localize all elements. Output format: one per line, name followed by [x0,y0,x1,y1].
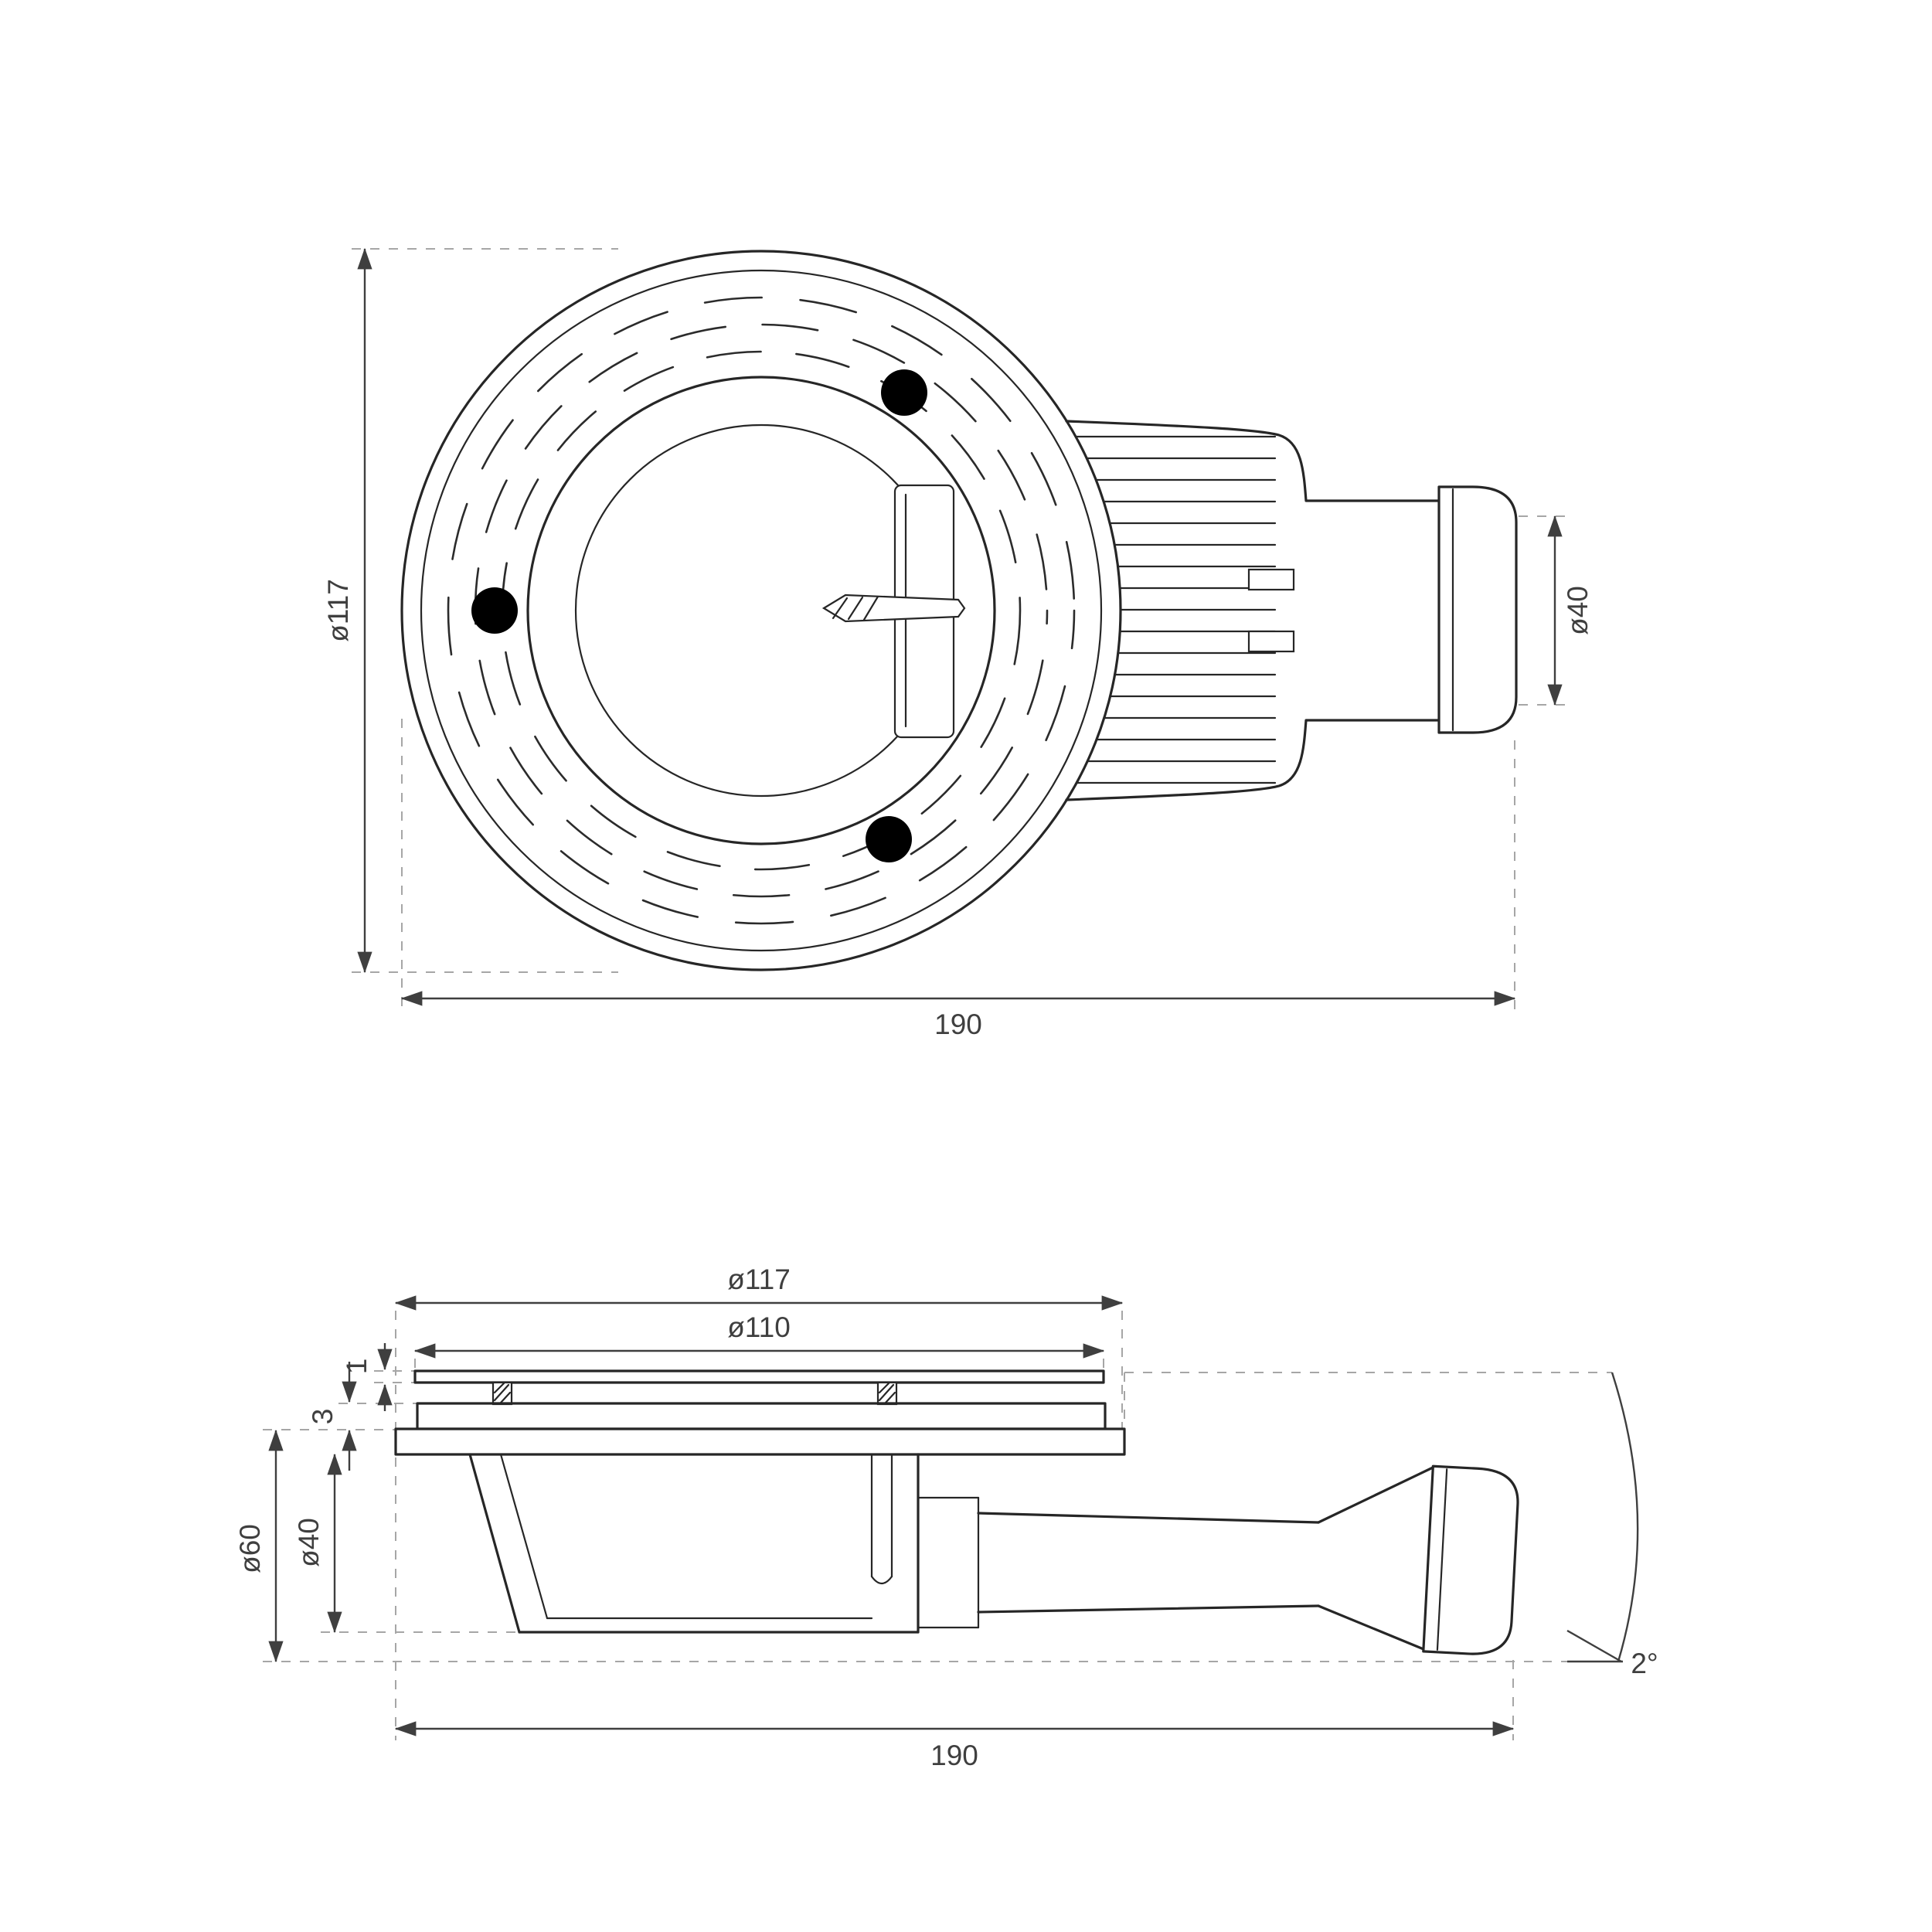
hatch-line [884,1391,896,1404]
dip-tube-bottom [870,1575,893,1585]
drain-bowl-circle [526,376,996,845]
dim-trap-body-diameter: ø60 [234,1429,284,1663]
top-view: ø117 190 ø40 [322,247,1594,1040]
bell-top [1317,1466,1434,1524]
hatch-line [878,1383,895,1402]
dim-label-cover-diameter: ø110 [727,1311,791,1343]
dim-label-flange-diameter: ø117 [322,579,354,642]
clamp-key [821,594,966,623]
outlet-clip-slot [1247,630,1295,653]
dim-side-overall-length: 190 [394,1721,1515,1771]
dim-side-cover-diameter: ø110 [413,1311,1105,1359]
dim-label-trap-body-diameter: ø60 [234,1524,266,1573]
pipe-top [977,1512,1320,1524]
cover-plate [413,1369,1105,1384]
groove-arc [447,296,1076,925]
dim-top-flange-diameter: ø117 [322,247,372,974]
screw-post [492,1381,513,1406]
flange-inner-circle [420,269,1103,952]
slope-indicator: 2° [1566,1372,1658,1679]
body-wall-outer [468,1453,521,1634]
outlet-cap-outline [1422,1464,1519,1655]
dim-top-outlet-diameter: ø40 [1547,515,1594,706]
screw-hole [471,587,518,634]
outlet-cap [1437,485,1518,734]
dim-label-outlet-diameter: ø40 [1562,586,1594,635]
screw-hole [881,369,927,416]
outlet-ribs [1074,435,1277,784]
outlet-cap-joint-line [1436,1468,1448,1651]
pipe-bottom [977,1604,1320,1614]
dim-label-gasket-thickness: 3 [307,1409,338,1425]
outlet-clip-slot [1247,568,1295,591]
hatch-line [493,1383,510,1402]
dim-label-overall-length: 190 [934,1009,982,1040]
dim-inlet-diameter: ø40 [293,1453,342,1634]
hatch-line [499,1391,512,1404]
screw-hole [866,816,912,862]
flange-outer-circle [400,250,1122,971]
side-view: 2° ø117 ø110 1 3 ø60 [234,1264,1658,1771]
dim-gasket-thickness: 3 [307,1362,357,1471]
dim-label-outlet-slope: 2° [1631,1648,1658,1679]
flange-plate [394,1427,1126,1456]
hatch-line [862,595,879,621]
dim-top-overall-length: 190 [400,991,1516,1040]
outlet-pipe [977,1464,1519,1655]
outlet-cap-side [1422,1464,1519,1655]
dim-label-inlet-diameter: ø40 [293,1518,325,1567]
outlet-body-outline-top [1065,420,1440,502]
hatch-line [493,1382,505,1394]
bell-bottom [1317,1604,1425,1651]
dim-label-overall-length: 190 [930,1740,978,1771]
outlet-body-outline-bottom [1065,719,1440,801]
trap-body [468,1453,980,1634]
slope-wedge-hypotenuse [1566,1629,1622,1663]
gasket-seal [416,1402,1107,1430]
body-wall-inner [499,1453,549,1620]
hatch-line [832,597,849,620]
screw-post [876,1381,898,1406]
dim-side-flange-diameter: ø117 [394,1264,1124,1311]
dim-label-cover-thickness: 1 [341,1359,372,1375]
dim-label-flange-diameter: ø117 [727,1264,791,1295]
dim-cover-thickness: 1 [341,1343,393,1411]
hatch-line [878,1382,890,1394]
slope-arc [1611,1372,1639,1662]
clamp-key-outline [821,594,966,623]
hatch-line [847,596,864,621]
